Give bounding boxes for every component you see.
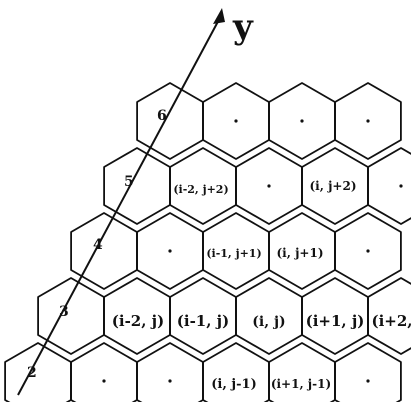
hex-cell [202,342,270,402]
cell-center-dot [267,184,271,188]
cell-center-dot [399,184,403,188]
cell-center-dot [366,249,370,253]
hex-cell [4,342,72,402]
cell-center-dot [168,379,172,383]
y-axis-label: y [232,7,254,47]
y-axis-line [17,13,223,396]
hex-cell [103,147,171,225]
hexagon-cells [4,82,411,402]
cell-label-ip1-jm1: (i+1, j-1) [271,377,331,391]
y-axis-arrowhead [213,8,225,24]
hex-cell [136,342,204,402]
cell-label-i-j: (i, j) [252,314,285,330]
cell-center-dot [168,249,172,253]
cell-label-im2-j: (i-2, j) [112,312,164,330]
cell-center-dot [234,119,238,123]
cell-center-dots [102,119,403,383]
hex-cell [334,342,402,402]
cell-label-ip1-j: (i+1, j) [306,312,365,330]
hex-cell [70,342,138,402]
cell-label-i-jm1: (i, j-1) [211,377,256,392]
cell-label-im2-jp2: (i-2, j+2) [173,183,228,196]
hex-cell [268,342,336,402]
cell-center-dot [366,119,370,123]
cell-label-ip2-j: (i+2, [371,312,411,330]
hex-cell [37,277,105,355]
cell-label-im1-jp1: (i-1, j+1) [206,247,261,260]
cell-label-i-jp2: (i, j+2) [309,179,356,193]
row-label-6: 6 [157,108,167,124]
hex-cell [367,147,411,225]
row-label-4: 4 [93,237,103,253]
cell-center-dot [366,379,370,383]
row-label-3: 3 [59,304,69,320]
cell-label-i-jp1: (i, j+1) [276,246,323,260]
hex-cell [136,82,204,160]
hex-cell [367,277,411,355]
cell-center-dot [102,379,106,383]
cell-label-im1-j: (i-1, j) [177,312,229,330]
hex-cell [334,82,402,160]
cell-center-dot [300,119,304,123]
row-label-2: 2 [27,365,37,381]
hex-cell [334,212,402,290]
row-label-5: 5 [124,174,134,190]
